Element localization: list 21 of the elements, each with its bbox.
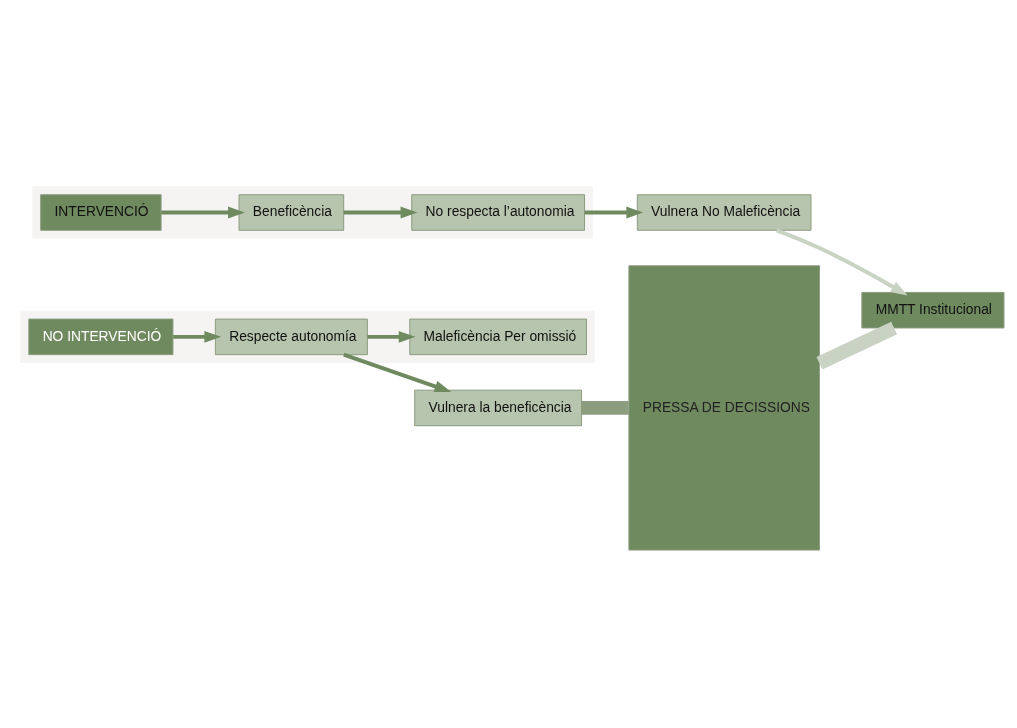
arrow (343, 352, 452, 392)
arrow (161, 206, 245, 218)
node-box: NO INTERVENCIÓ (28, 318, 174, 355)
arrow (173, 330, 222, 343)
node-box: Vulnera No Maleficència (636, 193, 812, 231)
connector (816, 321, 898, 370)
arrow (343, 206, 418, 218)
node-box: MMTT Institucional (861, 291, 1005, 328)
node-box: Respecte autonomía (214, 318, 368, 355)
arrow (584, 206, 644, 218)
node-box: PRESSA DE DECISSIONS (628, 264, 820, 551)
cluster (32, 185, 593, 239)
node-box: INTERVENCIÓ (40, 193, 162, 231)
arrow (775, 228, 908, 295)
arrow (367, 330, 416, 343)
node-box: Vulnera la beneficència (414, 389, 583, 426)
cluster (20, 310, 595, 363)
connector (581, 400, 629, 415)
node-box: Beneficència (238, 193, 345, 231)
node-box: No respecta l’autonomia (411, 193, 585, 231)
node-box: Maleficència Per omissió (409, 318, 587, 355)
